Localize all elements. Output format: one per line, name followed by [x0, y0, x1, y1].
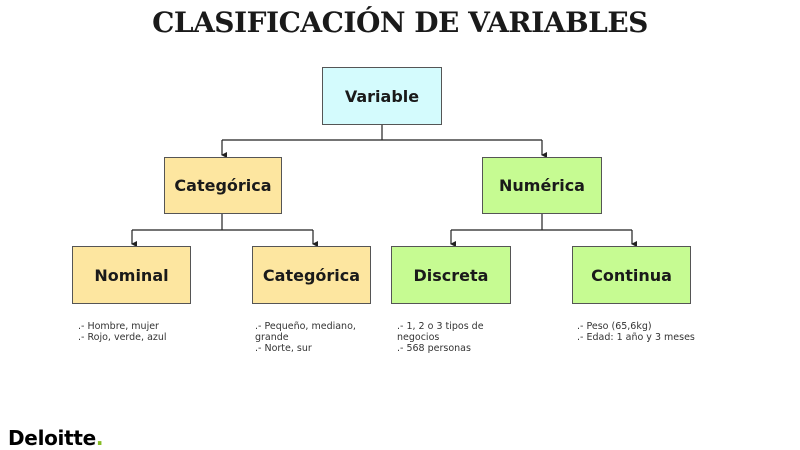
node-categorical-label: Categórica — [174, 176, 272, 195]
note-line: .- Rojo, verde, azul — [78, 332, 167, 343]
node-discrete-label: Discreta — [413, 265, 489, 285]
note-nominal-examples: .- Hombre, mujer .- Rojo, verde, azul — [78, 321, 238, 343]
node-variable-label: Variable — [344, 86, 420, 106]
note-line: .- Peso (65,6kg) — [577, 321, 652, 332]
note-categorical-ordinal-examples: .- Pequeño, mediano, grande .- Norte, su… — [255, 321, 375, 354]
note-line: .- Pequeño, mediano, grande — [255, 321, 356, 343]
connector-root-split — [222, 125, 542, 141]
note-line: .- Edad: 1 año y 3 meses — [577, 332, 695, 343]
note-line: .- Norte, sur — [255, 343, 312, 354]
node-discrete: Discreta — [391, 246, 511, 304]
page-title: CLASIFICACIÓN DE VARIABLES — [152, 6, 648, 39]
logo-text: Deloitte — [8, 426, 96, 450]
node-categorical-ordinal: Categórica — [252, 246, 371, 304]
node-categorical-ordinal-label: Categórica — [262, 265, 361, 285]
node-numeric-label: Numérica — [499, 176, 585, 195]
note-discrete-examples: .- 1, 2 o 3 tipos de negocios .- 568 per… — [397, 321, 507, 354]
note-line: .- Hombre, mujer — [78, 321, 159, 332]
connector-categorical-split — [132, 214, 313, 231]
note-continuous-examples: .- Peso (65,6kg) .- Edad: 1 año y 3 mese… — [577, 321, 697, 343]
node-continuous: Continua — [572, 246, 691, 304]
deloitte-logo: Deloitte. — [8, 426, 104, 450]
logo-dot: . — [95, 426, 104, 450]
node-nominal: Nominal — [72, 246, 191, 304]
node-continuous-label: Continua — [591, 265, 672, 285]
node-numeric: Numérica — [482, 157, 602, 214]
note-line: .- 568 personas — [397, 343, 471, 354]
connector-numeric-split — [451, 214, 632, 231]
node-nominal-label: Nominal — [94, 265, 169, 285]
node-categorical: Categórica — [164, 157, 282, 214]
node-variable: Variable — [322, 67, 442, 125]
note-line: .- 1, 2 o 3 tipos de negocios — [397, 321, 484, 343]
